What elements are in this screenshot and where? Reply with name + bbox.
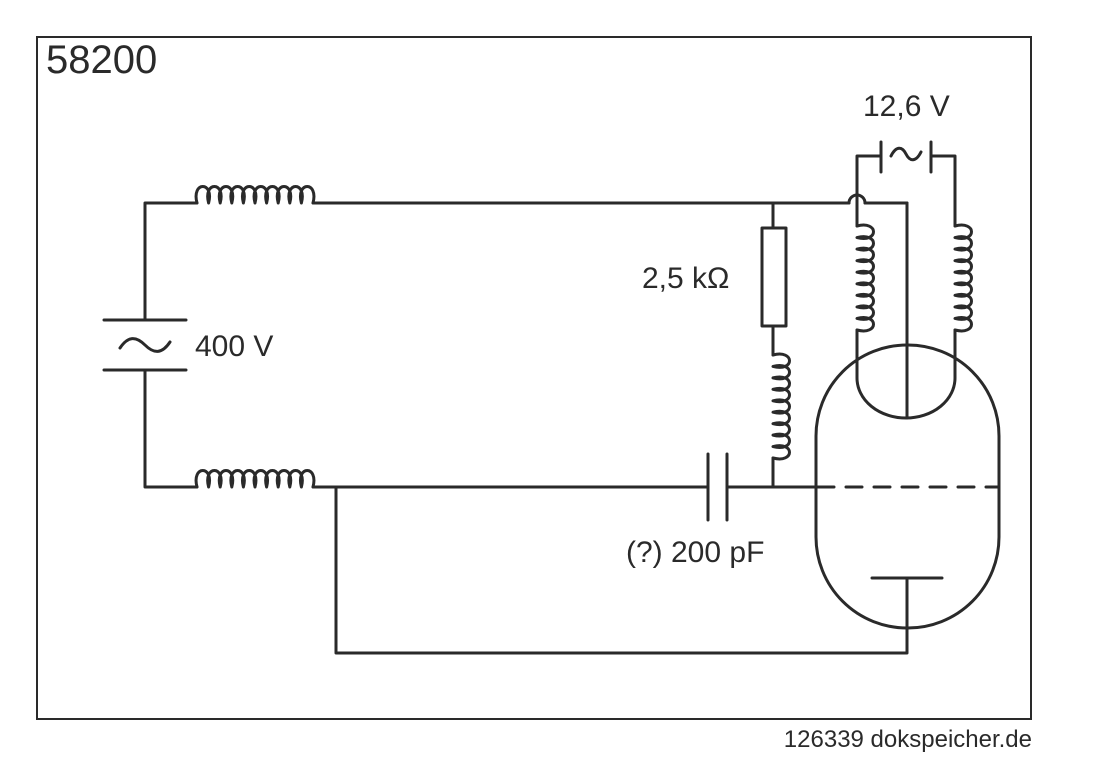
capacitor-value-label: (?) 200 pF	[626, 536, 765, 569]
inductor-bottom-left	[194, 469, 316, 489]
heater-voltage-label: 12,6 V	[863, 90, 950, 123]
tube-filament	[855, 355, 957, 420]
wire-heater-right	[929, 154, 957, 228]
inductor-top-left	[194, 185, 316, 205]
diagram-frame	[36, 36, 1032, 720]
wire-heater-left	[855, 154, 883, 228]
resistor	[760, 226, 788, 328]
inductor-heater-right	[953, 223, 973, 333]
inductor-grid	[771, 352, 791, 461]
heater-ac-source	[879, 140, 933, 174]
resistor-value-label: 2,5 kΩ	[642, 262, 730, 295]
wire-top-left	[143, 201, 199, 322]
wires	[143, 154, 957, 655]
footer-label: 126339 dokspeicher.de	[783, 726, 1032, 753]
inductor-heater-left	[855, 223, 875, 333]
supply-voltage-label: 400 V	[195, 330, 274, 363]
capacitor	[706, 452, 729, 522]
wire-return	[334, 485, 909, 655]
ac-supply-source	[102, 318, 188, 372]
vacuum-tube	[814, 343, 1001, 630]
figure-number: 58200	[46, 38, 158, 82]
wire-bottom-left	[143, 368, 199, 489]
